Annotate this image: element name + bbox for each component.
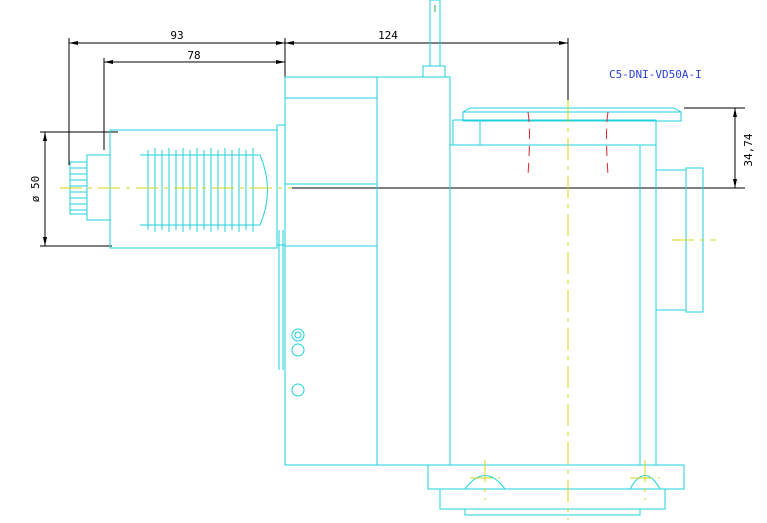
dimension-34-74-label: 34,74 bbox=[742, 133, 755, 166]
drawing-code-label: C5-DNI-VD50A-I bbox=[609, 68, 702, 81]
spindle-shank bbox=[69, 124, 286, 249]
dimension-93-label: 93 bbox=[170, 29, 183, 42]
dimension-124-label: 124 bbox=[378, 29, 398, 42]
center-lines bbox=[60, 100, 716, 520]
diameter-50-label: ø 50 bbox=[29, 176, 42, 203]
tool-holder-body bbox=[278, 0, 704, 516]
hidden-lines bbox=[527, 111, 609, 176]
dimension-lines bbox=[40, 38, 745, 247]
dimension-78-label: 78 bbox=[187, 49, 200, 62]
